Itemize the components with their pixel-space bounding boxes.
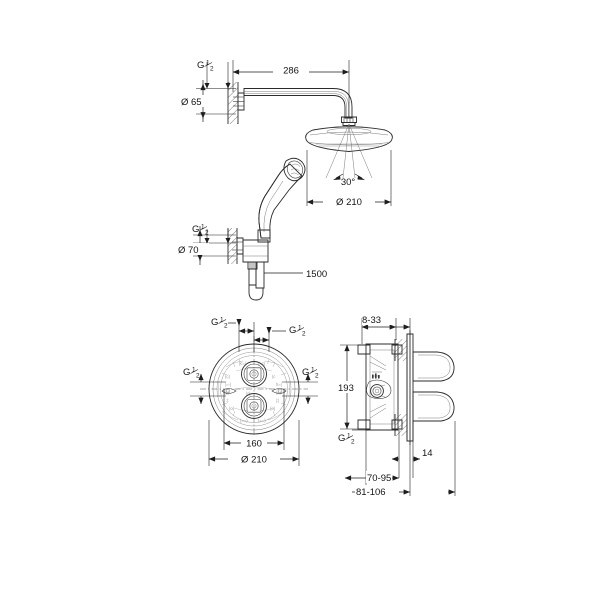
thread-g-letter: G: [192, 224, 199, 235]
thread-denominator: 2: [315, 373, 319, 380]
dim-inlet-thread-top: G 1 2: [197, 60, 231, 89]
thread-denominator: 2: [302, 331, 306, 338]
thread-label-valve-right: G 1 2: [302, 367, 319, 380]
view-shower-arm-head: 30° Ø 210 286 Ø 65: [181, 60, 393, 208]
thread-g-letter: G: [289, 325, 296, 336]
valve-handle-upper-side: [413, 352, 454, 381]
thread-label-valve-tr: G 1 2: [289, 325, 306, 338]
svg-text:|=-|: |=-|: [225, 382, 231, 387]
thread-numerator: 1: [347, 433, 351, 440]
dim-hose-length-label: 1500: [306, 269, 327, 280]
svg-text::|:: :|:: [226, 398, 229, 403]
dim-rosette-diameter: Ø 210: [208, 420, 300, 466]
thread-numerator: 1: [192, 367, 196, 374]
thread-g-letter: G: [211, 317, 218, 328]
dim-spray-angle-label: 30°: [341, 177, 356, 188]
dim-valve-thread-top-right: G 1 2: [253, 325, 306, 352]
hand-shower-holder-body: [243, 230, 270, 262]
svg-text:(c): (c): [225, 374, 230, 379]
thread-label-valve-left: G 1 2: [183, 367, 200, 380]
svg-text:(==): (==): [240, 418, 248, 423]
thread-numerator: 1: [206, 60, 210, 67]
dim-arm-length: 286: [232, 60, 350, 118]
thread-g-letter: G: [302, 367, 309, 378]
view-hand-shower: Ø 70 G 1 2 1500: [178, 158, 327, 300]
thread-g-letter: G: [197, 60, 204, 71]
wall-section-valve: [395, 334, 407, 441]
dim-wall-flange-dia-label: Ø 65: [181, 97, 202, 108]
thread-label-holder: G 1 2: [192, 224, 209, 237]
valve-handle-lower-side: [413, 392, 454, 421]
dim-valve-outlet-thread: G 1 2: [338, 429, 366, 446]
wall-flange-arm: [233, 93, 244, 110]
svg-text:h=|: h=|: [276, 382, 282, 387]
thread-denominator: 2: [351, 439, 355, 446]
dim-handle-projection: 14: [391, 421, 433, 478]
dim-valve-port-spacing-label: 160: [246, 439, 262, 450]
dim-spray-angle: 30°: [333, 173, 365, 188]
valve-body-section: [358, 344, 402, 430]
wall-section-holder: [228, 228, 237, 264]
view-valve-front: (c) |=-| (g) :|: (o) (c h=| (c) |:| (o) …: [183, 317, 319, 466]
dim-wall-flange-dia: Ø 65: [181, 80, 236, 122]
dim-body-height: 193: [336, 344, 364, 430]
svg-text:|o|: |o|: [246, 391, 251, 396]
thread-label-inlet-top: G 1 2: [197, 60, 214, 73]
dim-wall-thickness-range-label: 8-33: [362, 315, 381, 326]
dim-body-depth-range-label: 70-95: [367, 473, 391, 484]
dim-valve-thread-left: G 1 2: [183, 367, 226, 404]
view-valve-side: 8-33 193 G 1 2 14: [336, 313, 456, 498]
thread-denominator: 2: [205, 230, 209, 237]
shower-arm: [244, 89, 352, 119]
valve-cartridge-detail: [366, 379, 392, 399]
dim-valve-thread-right: G 1 2: [282, 367, 319, 404]
thread-denominator: 2: [210, 66, 214, 73]
thread-numerator: 1: [220, 317, 224, 324]
thread-numerator: 1: [311, 367, 315, 374]
svg-text:(==): (==): [258, 418, 266, 423]
svg-text:(=c): (=c): [258, 361, 266, 366]
valve-escutcheon-plate: [407, 334, 413, 441]
dim-total-depth-range: 81-106: [352, 421, 456, 498]
dim-valve-thread-top-left: G 1 2: [211, 317, 255, 352]
spray-cone: [325, 123, 373, 179]
dim-holder-flange-dia-label: Ø 70: [178, 245, 199, 256]
thread-denominator: 2: [224, 323, 228, 330]
dim-hose-length: 1500: [264, 269, 327, 280]
dim-arm-length-label: 286: [283, 66, 299, 77]
thread-label-valve-outlet: G 1 2: [338, 433, 355, 446]
dim-total-depth-range-label: 81-106: [356, 487, 386, 498]
hose-outlet: [248, 262, 264, 300]
dim-head-diameter: Ø 210: [306, 150, 392, 208]
thread-numerator: 1: [298, 325, 302, 332]
dim-holder-thread: G 1 2: [192, 224, 231, 244]
svg-text:(c=): (c=): [239, 361, 247, 366]
dim-body-height-label: 193: [338, 383, 354, 394]
shower-head-jets: [316, 143, 382, 147]
svg-text:(o): (o): [229, 406, 235, 411]
dim-valve-port-spacing: 160: [223, 389, 285, 450]
dim-rosette-diameter-label: Ø 210: [241, 455, 267, 466]
dim-holder-flange-dia: Ø 70: [178, 226, 236, 265]
thread-g-letter: G: [338, 433, 345, 444]
svg-text:|:|: |:|: [276, 398, 279, 403]
thread-denominator: 2: [196, 373, 200, 380]
dim-head-diameter-label: Ø 210: [336, 197, 362, 208]
dim-wall-thickness-range: 8-33: [361, 313, 411, 344]
thread-label-valve-tl: G 1 2: [211, 317, 228, 330]
hand-shower-wand: [259, 158, 305, 238]
dim-body-depth-range: 70-95: [344, 430, 399, 486]
thread-g-letter: G: [183, 367, 190, 378]
dim-handle-projection-label: 14: [422, 448, 433, 459]
thread-numerator: 1: [201, 224, 205, 231]
hand-shower-spray-face: [284, 158, 305, 181]
svg-text:(c: (c: [272, 374, 276, 379]
shower-head: [306, 127, 393, 152]
